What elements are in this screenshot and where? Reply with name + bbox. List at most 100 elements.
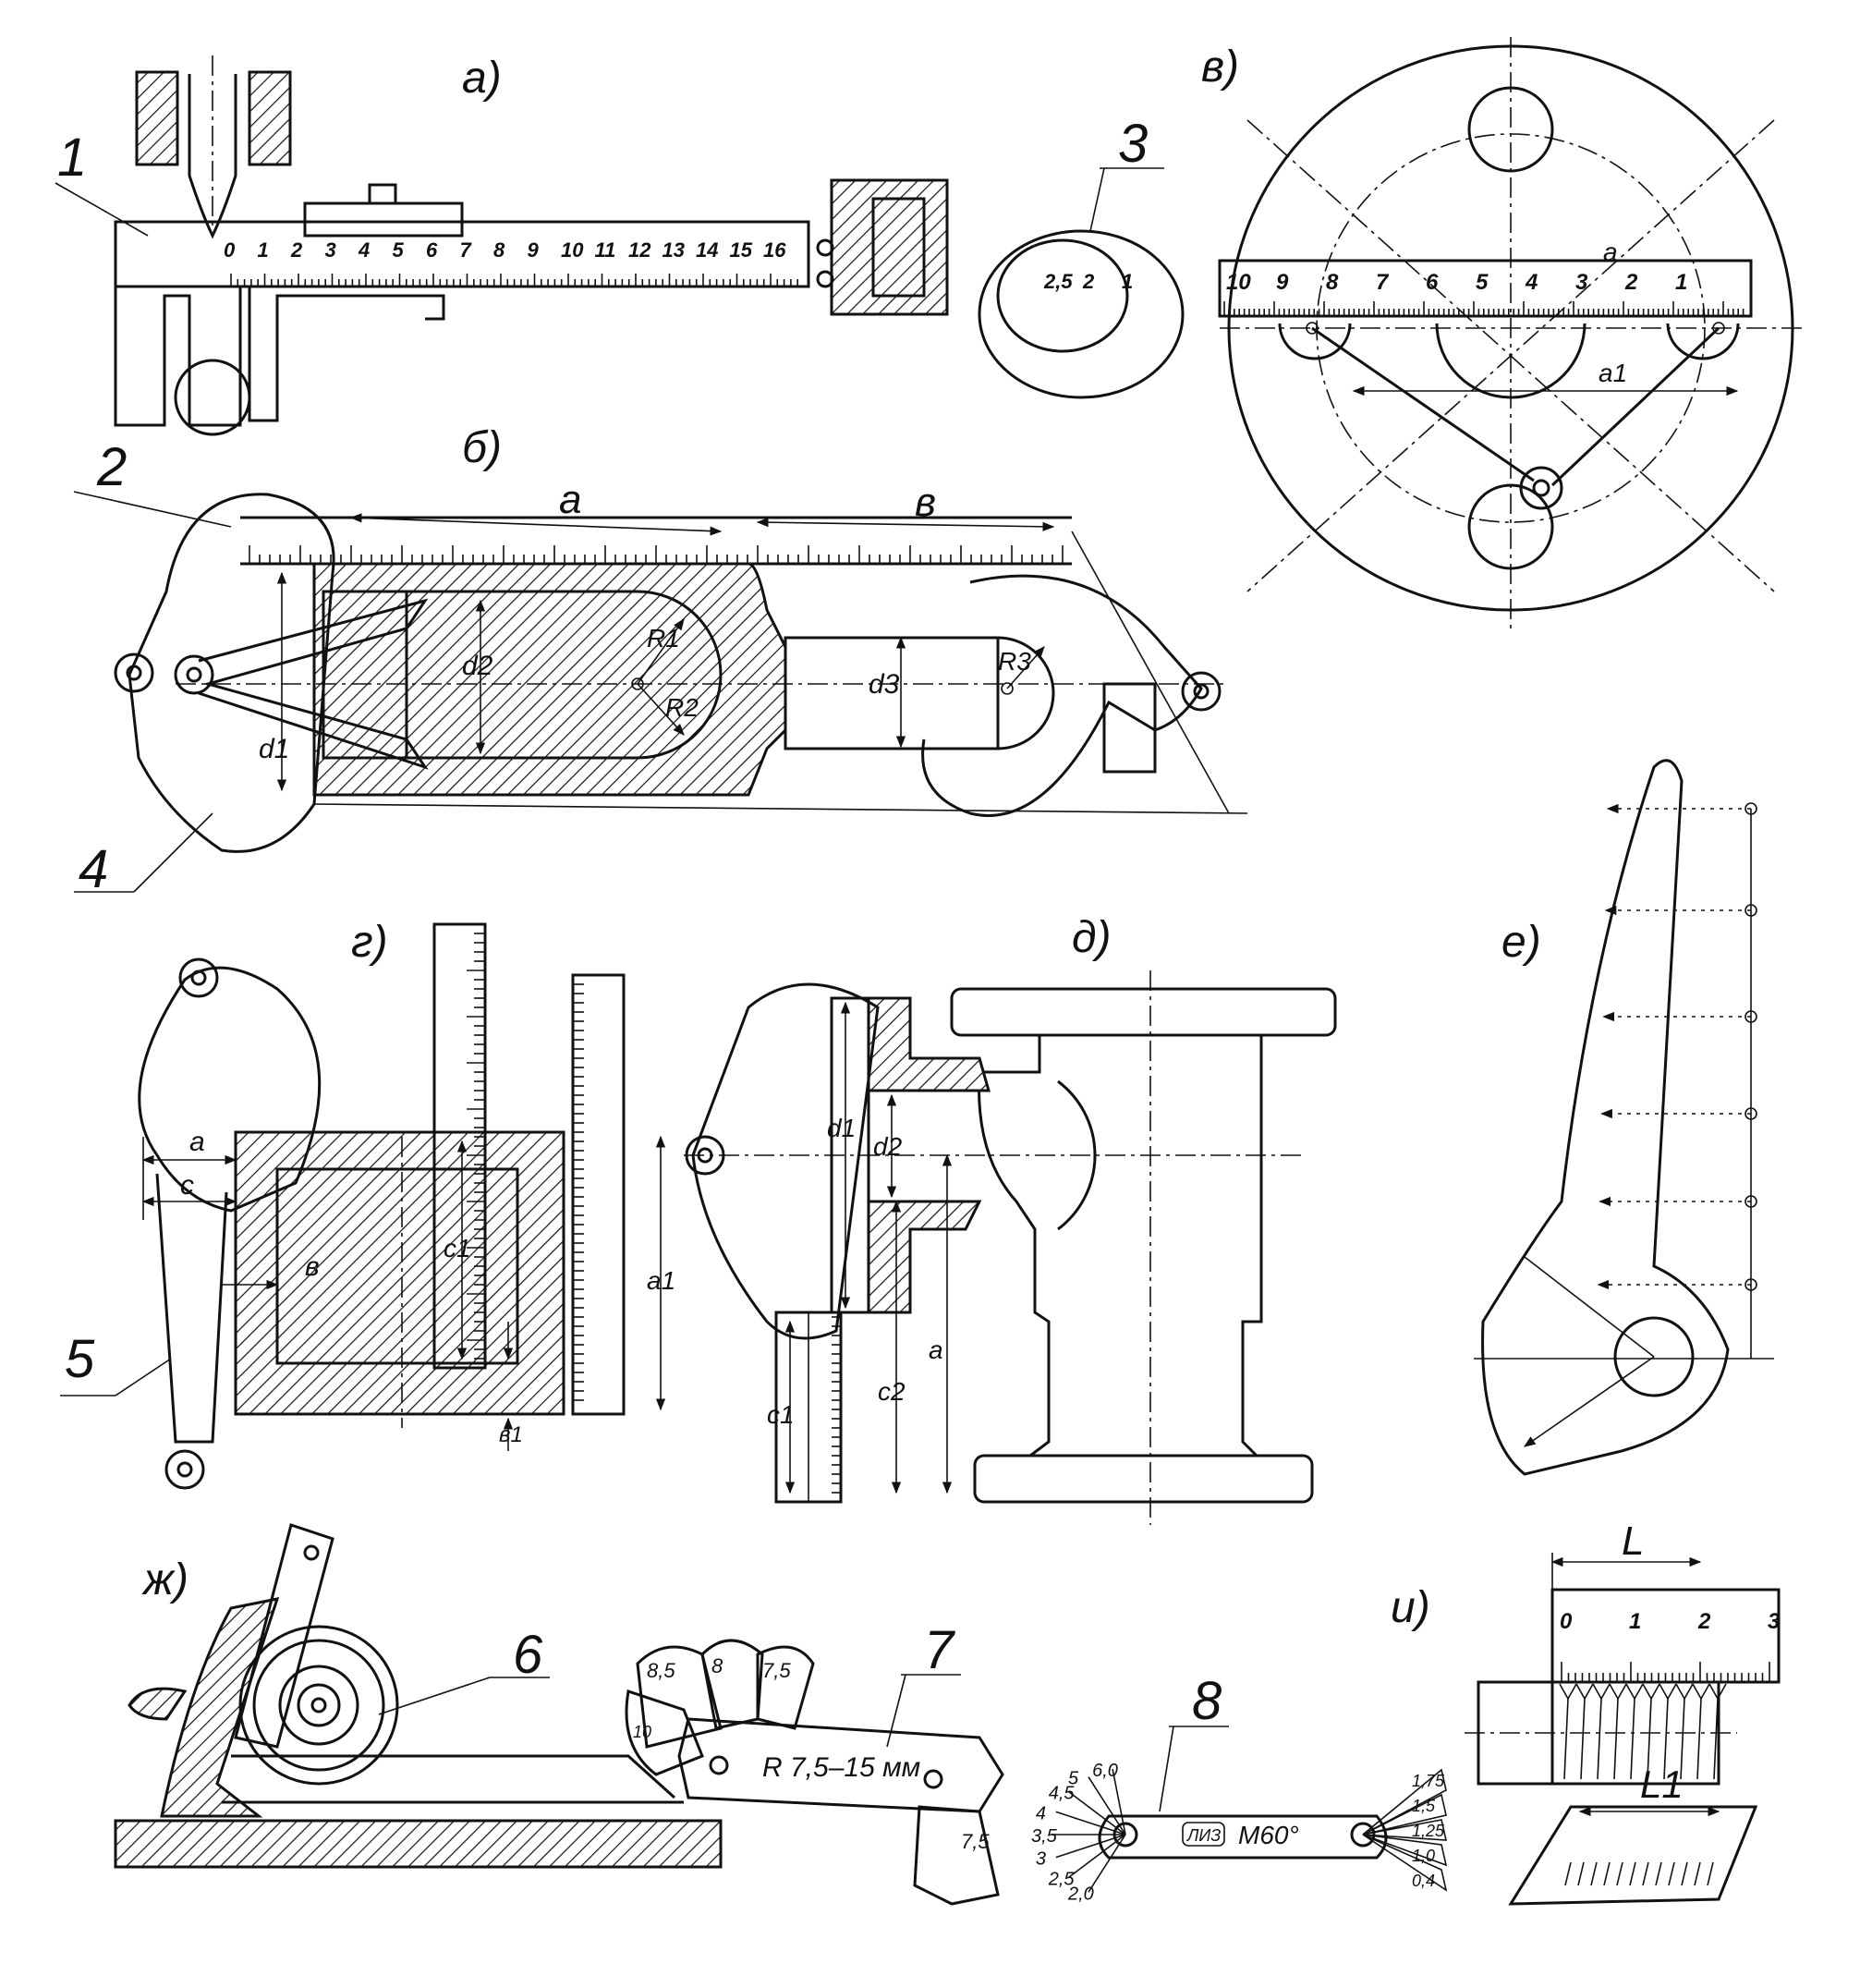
svg-text:8: 8 [711, 1654, 723, 1677]
ruler-v-label: 6 [1426, 270, 1439, 295]
scale-ruler-g [571, 973, 626, 1416]
caliper-slider [303, 201, 464, 238]
svg-text:a1: a1 [1599, 359, 1627, 387]
compass-hinge [1519, 466, 1563, 510]
svg-text:8,5: 8,5 [647, 1659, 675, 1682]
svg-text:a: a [929, 1335, 943, 1364]
svg-text:d2: d2 [462, 651, 493, 681]
panel-v-label: в) [1201, 43, 1239, 91]
end-part [830, 178, 949, 316]
svg-text:d1: d1 [827, 1114, 856, 1142]
svg-text:a: a [189, 1127, 205, 1157]
ruler-v-label: 8 [1326, 270, 1339, 295]
hole-right [1666, 323, 1740, 360]
thread-blade-label: 1,5 [1412, 1797, 1436, 1815]
thread-blade-label: 2,0 [1067, 1884, 1094, 1904]
caliper-d [691, 982, 880, 1340]
thread-gauge-set: ЛИЗ M60° 6,054,543,532,52,01,751,51,251,… [1031, 1671, 1448, 1904]
thread-blade-label: 3 [1036, 1849, 1046, 1870]
svg-text:a: a [1603, 238, 1618, 266]
svg-text:c2: c2 [878, 1377, 906, 1406]
tube-wall-left [135, 70, 179, 166]
part-5-label: 5 [65, 1329, 95, 1389]
layout-ruler [1218, 259, 1753, 318]
panel-b-label: б) [462, 423, 502, 472]
pitch-ruler-label: 0 [1560, 1609, 1573, 1634]
base-plate [114, 1819, 723, 1869]
part-1-label: 1 [57, 128, 87, 188]
part-3-label: 3 [1118, 114, 1148, 174]
fixed-jaw [114, 222, 242, 427]
hollow-part-section [312, 562, 787, 797]
svg-text:d3: d3 [869, 669, 900, 700]
pitch-ruler [1550, 1588, 1781, 1684]
measured-rod [174, 359, 251, 436]
outside-caliper [138, 966, 322, 1213]
caliper-scale-label: 16 [763, 238, 786, 262]
thread-blade-label: 1,25 [1412, 1822, 1445, 1840]
panel-g-label: г) [351, 918, 388, 967]
caliper-scale-label: 14 [696, 238, 718, 262]
thread-blade-label: 2,5 [1048, 1869, 1076, 1889]
top-flange [950, 987, 1337, 1037]
svg-text:R3: R3 [998, 647, 1031, 676]
panel-b-inside-calipers: б) a в d2 d3 [73, 423, 1248, 899]
part-8-label: 8 [1192, 1671, 1222, 1731]
caliper-a-ticks [230, 274, 799, 287]
hole-left [1278, 323, 1352, 360]
ruler-v-label: 2 [1624, 270, 1638, 295]
part-6-label: 6 [513, 1625, 543, 1685]
panel-a-label: а) [462, 54, 502, 103]
thread-blade-label: 1,0 [1412, 1847, 1435, 1865]
caliper-scale-label: 5 [393, 238, 405, 262]
tube-wall-right [248, 70, 292, 166]
caliper-scale-label: 13 [663, 238, 685, 262]
thread-blade-label: 0,4 [1412, 1872, 1435, 1890]
svg-text:в1: в1 [499, 1422, 523, 1447]
caliper-scale-label: 6 [426, 238, 438, 262]
caliper-scale-label: 15 [730, 238, 753, 262]
part-4-label: 4 [79, 839, 108, 899]
caliper-scale-label: 4 [358, 238, 370, 262]
svg-text:в: в [305, 1251, 320, 1282]
panel-zh-label: ж) [141, 1555, 188, 1604]
panel-i-label: и) [1391, 1583, 1430, 1632]
protractor-blade [234, 1523, 334, 1749]
radius-gauge-set: R 7,5–15 мм 8,5 8 7,5 10 7,5 7 [625, 1620, 1004, 1906]
svg-text:c1: c1 [444, 1234, 471, 1262]
bottom-flange [973, 1454, 1314, 1504]
panel-g-wall-thickness: г) a c в c1 a1 в1 5 [60, 918, 675, 1490]
thread-blade-label: 6,0 [1092, 1761, 1118, 1781]
thread-blade-label: 4 [1036, 1803, 1046, 1823]
cam-template [1481, 759, 1730, 1476]
part-7-label: 7 [924, 1620, 956, 1680]
svg-text:c1: c1 [767, 1400, 795, 1429]
box-section [234, 1130, 565, 1416]
tape-label: 2 [1082, 270, 1095, 293]
caliper-scale-label: 0 [224, 238, 236, 262]
tape-label: 1 [1122, 270, 1133, 293]
thread-gauge-body [1098, 1814, 1388, 1860]
thread-blade-label: 3,5 [1031, 1826, 1058, 1847]
ruler-v-label: 3 [1575, 270, 1588, 295]
svg-text:c: c [180, 1170, 194, 1201]
svg-text:10: 10 [633, 1723, 651, 1741]
panel-d-label: д) [1072, 913, 1112, 962]
caliper-scale-label: 10 [561, 238, 584, 262]
tape-label: 2,5 [1043, 270, 1073, 293]
svg-text:a1: a1 [647, 1266, 675, 1295]
sliding-jaw [248, 287, 445, 422]
caliper-scale-label: 11 [595, 238, 616, 262]
inside-caliper-frame [128, 493, 335, 853]
ruler-v-label: 10 [1226, 270, 1251, 295]
caliper-scale-label: 9 [528, 238, 540, 262]
caliper-scale-label: 3 [325, 238, 336, 262]
thread-blade-label: 1,75 [1412, 1772, 1445, 1790]
tape-scale: 2,5 2 1 [1043, 270, 1133, 293]
